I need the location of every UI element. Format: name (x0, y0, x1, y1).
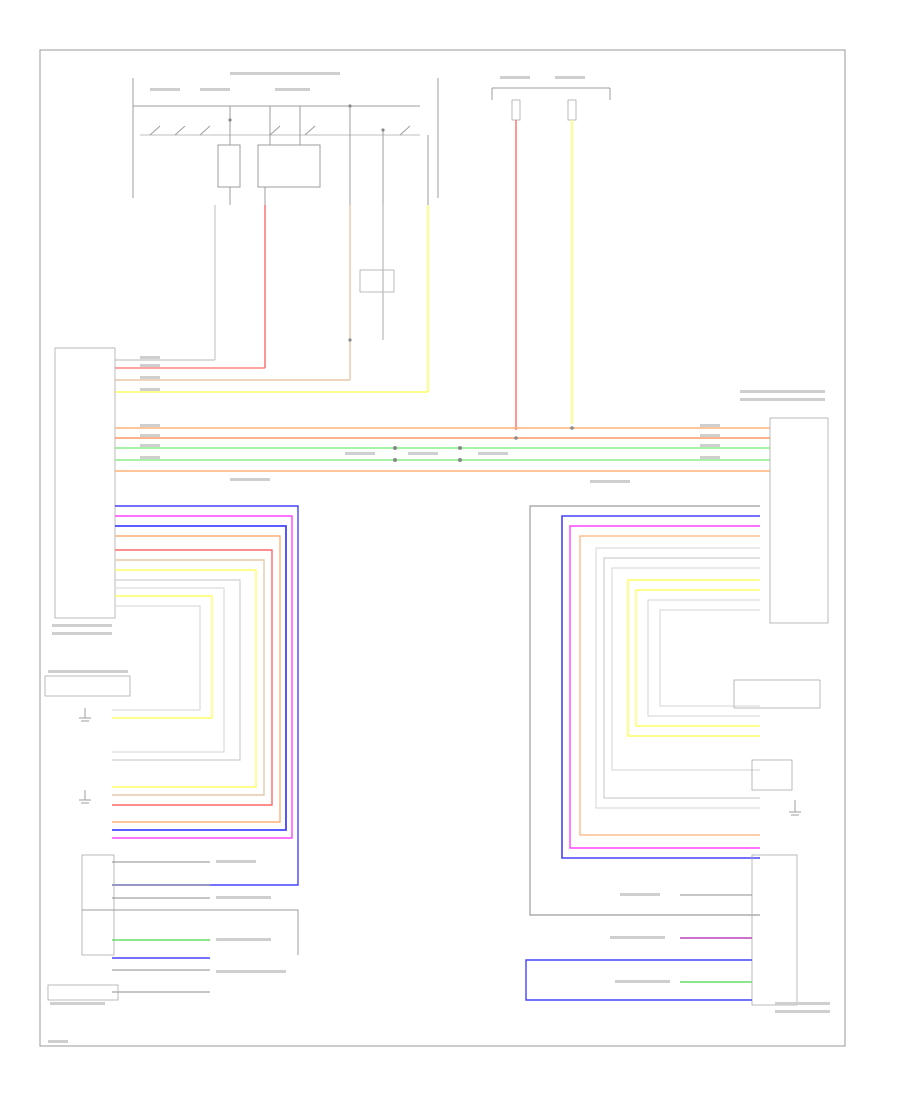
left-lower-section (44, 675, 299, 1001)
connector-icon (393, 446, 397, 450)
ground-icon (79, 708, 91, 722)
switch-contact-icon (149, 125, 411, 136)
left-harness (112, 505, 299, 886)
bus-lines (115, 426, 770, 472)
diagram-frame (39, 49, 846, 1047)
left-control-module (54, 347, 116, 619)
right-lower-section (525, 679, 821, 1006)
fuse-block (491, 87, 611, 121)
ground-icon (79, 790, 91, 804)
switch-assembly (132, 78, 439, 293)
ground-icon (789, 800, 801, 816)
label-marks (48, 72, 830, 1043)
right-control-module (769, 417, 829, 624)
right-harness (529, 505, 760, 916)
